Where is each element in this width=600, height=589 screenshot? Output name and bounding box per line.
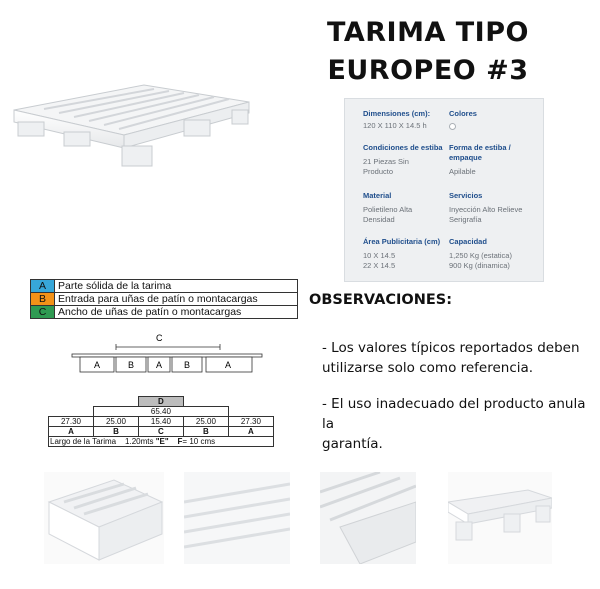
legend-text: Ancho de uñas de patín o montacargas [54, 305, 298, 319]
f-value: = 10 cms [182, 437, 216, 446]
pallet-schematic: C A B A B A [71, 333, 263, 373]
dims-value: 25.00 [92, 416, 139, 427]
legend-key-b: B [30, 292, 55, 306]
color-swatch[interactable] [449, 123, 456, 130]
dims-d-value: 65.40 [92, 406, 229, 417]
dims-letter: A [227, 426, 275, 437]
pallet-detail-image-1 [44, 472, 164, 564]
legend-key-c: C [30, 305, 55, 319]
largo-label: Largo de la Tarima [50, 437, 117, 446]
spec-capacidad-label: Capacidad [449, 237, 487, 246]
spec-card: Dimensiones (cm): 120 X 110 X 14.5 h Col… [344, 98, 544, 282]
spec-servicios-value-2: Serigrafía [449, 215, 482, 224]
dims-letter: C [137, 426, 184, 437]
legend-key-a: A [30, 279, 55, 293]
legend-table: A Parte sólida de la tarima B Entrada pa… [30, 279, 298, 319]
dimensions-table: D 65.40 27.30 25.00 15.40 25.00 27.30 A … [48, 396, 275, 447]
spec-area-label: Área Publicitaria (cm) [363, 237, 441, 246]
dims-letter: B [92, 426, 139, 437]
pallet-detail-image-2 [184, 472, 290, 564]
dims-value: 25.00 [182, 416, 229, 427]
legend-row: C Ancho de uñas de patín o montacargas [30, 305, 298, 319]
legend-row: B Entrada para uñas de patín o montacarg… [30, 292, 298, 306]
legend-text: Parte sólida de la tarima [54, 279, 298, 293]
legend-text: Entrada para uñas de patín o montacargas [54, 292, 298, 306]
dims-d-label: D [137, 396, 184, 407]
e-label: "E" [155, 437, 169, 446]
dims-letters-row: A B C B A [48, 426, 275, 437]
observacion-1-line-2: utilizarse solo como referencia. [322, 360, 534, 376]
pallet-detail-image-3 [320, 472, 416, 564]
observacion-2-line-1: - El uso inadecuado del producto anula l… [322, 396, 586, 432]
spec-dimensiones-value: 120 X 110 X 14.5 h [363, 121, 427, 130]
spec-condiciones-value-2: Producto [363, 167, 394, 176]
pallet-detail-image-4 [448, 472, 552, 564]
dims-d-value-row: 65.40 [49, 406, 274, 417]
pallet-main-image [13, 84, 250, 167]
spec-colores-label: Colores [449, 109, 477, 118]
dims-value: 15.40 [137, 416, 184, 427]
spec-condiciones-value-1: 21 Piezas Sin [363, 157, 409, 166]
spec-material-label: Material [363, 191, 392, 200]
spec-forma-label-1: Forma de estiba / [449, 143, 511, 152]
spec-material-value-2: Densidad [363, 215, 395, 224]
schematic-block-b: B [128, 360, 134, 370]
spec-capacidad-value-2: 900 Kg (dinamica) [449, 261, 510, 270]
dims-d-row: D [49, 396, 274, 407]
spec-material-value-1: Polietileno Alta [363, 205, 413, 214]
product-title: TARIMA TIPO EUROPEO #3 [318, 14, 538, 90]
spec-servicios-value-1: Inyección Alto Relieve [449, 205, 523, 214]
f-label: F [177, 437, 183, 446]
legend-row: A Parte sólida de la tarima [30, 279, 298, 293]
schematic-c-label: C [156, 333, 163, 343]
dims-letter: B [182, 426, 229, 437]
schematic-block-a: A [225, 360, 231, 370]
dims-largo-row: Largo de la Tarima 1.20mts "E" F= 10 cms [48, 436, 274, 447]
dims-value: 27.30 [227, 416, 275, 427]
schematic-block-a: A [156, 360, 162, 370]
spec-area-value-1: 10 X 14.5 [363, 251, 396, 260]
dims-values-row: 27.30 25.00 15.40 25.00 27.30 [48, 416, 275, 427]
observacion-2: - El uso inadecuado del producto anula l… [322, 394, 597, 454]
observacion-1-line-1: - Los valores típicos reportados deben [322, 340, 580, 356]
spec-capacidad-value-1: 1,250 Kg (estatica) [449, 251, 512, 260]
spec-servicios-label: Servicios [449, 191, 483, 200]
spec-forma-label-2: empaque [449, 153, 482, 162]
schematic-block-b: B [184, 360, 190, 370]
spec-forma-value: Apilable [449, 167, 476, 176]
spec-dimensiones-label: Dimensiones (cm): [363, 109, 431, 118]
largo-value: 1.20mts [125, 437, 154, 446]
title-line-1: TARIMA TIPO [327, 17, 529, 48]
title-line-2: EUROPEO #3 [327, 55, 529, 86]
dims-letter: A [48, 426, 94, 437]
spec-condiciones-label: Condiciones de estiba [363, 143, 443, 152]
observacion-2-line-2: garantía. [322, 436, 383, 452]
dims-value: 27.30 [48, 416, 94, 427]
observaciones-title: OBSERVACIONES: [309, 292, 452, 308]
schematic-block-a: A [94, 360, 100, 370]
spec-area-value-2: 22 X 14.5 [363, 261, 396, 270]
observacion-1: - Los valores típicos reportados deben u… [322, 338, 597, 378]
